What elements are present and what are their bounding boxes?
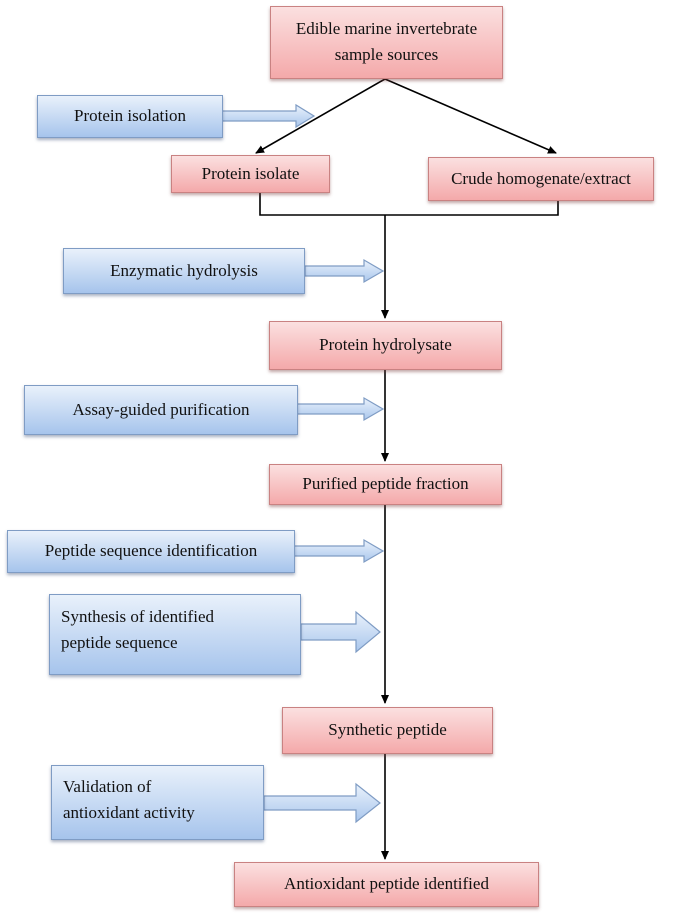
step-synthesis-line-1: Synthesis of identified [61,607,214,626]
node-protein-hydrolysate-label: Protein hydrolysate [319,335,452,355]
step-assay-guided-purification: Assay-guided purification [24,385,298,435]
node-source: Edible marine invertebrate sample source… [270,6,503,79]
step-enzymatic-hydrolysis-label: Enzymatic hydrolysis [110,260,258,280]
step-validation-line-1: Validation of [63,777,152,796]
block-arrow-validation [263,782,381,824]
arrow-source-to-crude [384,78,557,154]
node-protein-isolate-label: Protein isolate [201,163,300,183]
block-arrow-purification [296,396,385,422]
step-peptide-sequence-identification: Peptide sequence identification [7,530,295,573]
step-assay-guided-purification-label: Assay-guided purification [72,399,250,419]
step-synthesis-line-2: peptide sequence [61,633,178,653]
step-validation-line-2: antioxidant activity [63,803,195,823]
node-source-line-1: Edible marine invertebrate [295,19,478,38]
node-synthetic-peptide: Synthetic peptide [282,707,493,754]
step-protein-isolation-label: Protein isolation [74,106,186,126]
step-validation: Validation of antioxidant activity [51,765,264,840]
node-final-label: Antioxidant peptide identified [284,874,489,894]
node-purified-peptide: Purified peptide fraction [269,464,502,505]
block-arrow-hydrolysis [304,258,385,284]
node-protein-hydrolysate: Protein hydrolysate [269,321,502,370]
block-arrow-isolation [221,103,316,129]
node-crude-homogenate-label: Crude homogenate/extract [451,168,631,188]
node-synthetic-peptide-label: Synthetic peptide [328,720,447,740]
block-arrow-sequencing [293,538,385,564]
step-peptide-sequence-identification-label: Peptide sequence identification [44,541,258,561]
merge-bracket [259,193,559,216]
node-crude-homogenate: Crude homogenate/extract [428,157,654,201]
node-protein-isolate: Protein isolate [171,155,330,193]
node-source-line-2: sample sources [334,45,439,65]
step-enzymatic-hydrolysis: Enzymatic hydrolysis [63,248,305,294]
step-synthesis: Synthesis of identified peptide sequence [49,594,301,675]
block-arrow-synthesis [300,610,381,654]
node-purified-peptide-label: Purified peptide fraction [302,474,469,494]
step-protein-isolation: Protein isolation [37,95,223,138]
arrow-source-to-isolate [255,78,386,154]
node-final: Antioxidant peptide identified [234,862,539,907]
